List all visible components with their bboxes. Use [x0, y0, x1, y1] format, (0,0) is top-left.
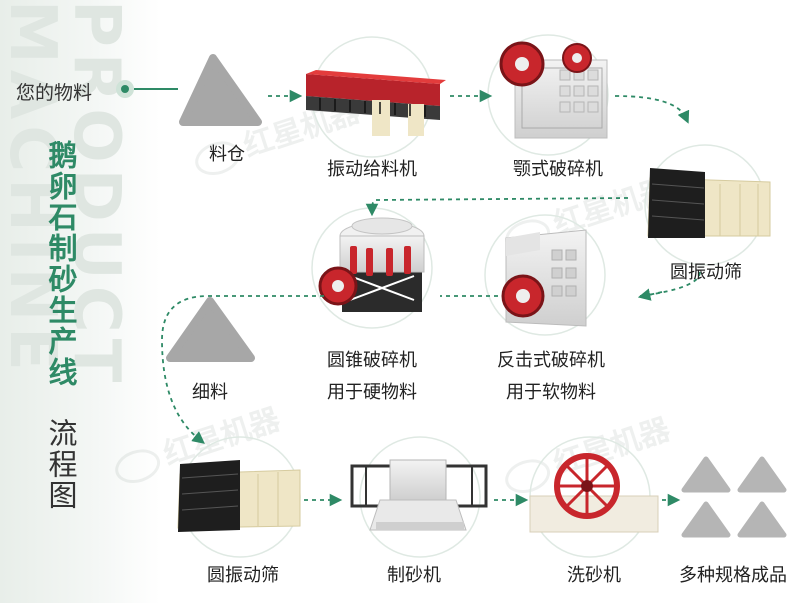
label-screen-2: 圆振动筛 [207, 565, 279, 586]
label-impact-note: 用于软物料 [506, 382, 596, 403]
label-impact-crusher: 反击式破碎机 [497, 350, 605, 371]
input-marker-icon [116, 80, 134, 98]
silo-pile-icon [179, 54, 262, 126]
vibrating-screen-2-icon [177, 460, 301, 532]
arrow-cone-to-fines [161, 295, 324, 444]
fines-pile-icon [166, 297, 255, 362]
label-screen-1: 圆振动筛 [670, 262, 742, 283]
impact-crusher-icon [501, 229, 587, 327]
impact-backdrop [484, 214, 606, 336]
input-connector-line [134, 88, 178, 90]
vertical-brand-watermark: PRODUCT MACHINE [0, 0, 133, 389]
label-fines: 细料 [192, 382, 228, 403]
label-products: 多种规格成品 [679, 565, 787, 586]
label-silo: 料仓 [209, 144, 245, 165]
vibrating-screen-1-icon [647, 168, 771, 238]
sandmaker-backdrop [359, 436, 481, 558]
sand-washer-icon [529, 453, 659, 533]
diagram-title: 鹅卵石制砂生产线 [44, 140, 78, 388]
label-cone-crusher: 圆锥破碎机 [327, 350, 417, 371]
input-material-label: 您的物料 [16, 82, 93, 104]
products-piles-icon [681, 456, 787, 538]
side-band [0, 0, 160, 603]
vibrating-feeder-icon [306, 70, 446, 136]
cone-crusher-icon [318, 217, 425, 312]
sand-making-machine-icon [350, 459, 488, 531]
jaw-crusher-icon [499, 41, 608, 139]
label-sand-maker: 制砂机 [387, 565, 441, 586]
arrow-jaw-to-screen [614, 95, 690, 124]
label-feeder: 振动给料机 [327, 159, 417, 180]
label-jaw-crusher: 颚式破碎机 [513, 159, 603, 180]
arrow-screen-to-cone-return [365, 197, 629, 217]
label-sand-washer: 洗砂机 [567, 565, 621, 586]
label-cone-note: 用于硬物料 [327, 382, 417, 403]
diagram-subtitle: 流程图 [44, 418, 78, 511]
